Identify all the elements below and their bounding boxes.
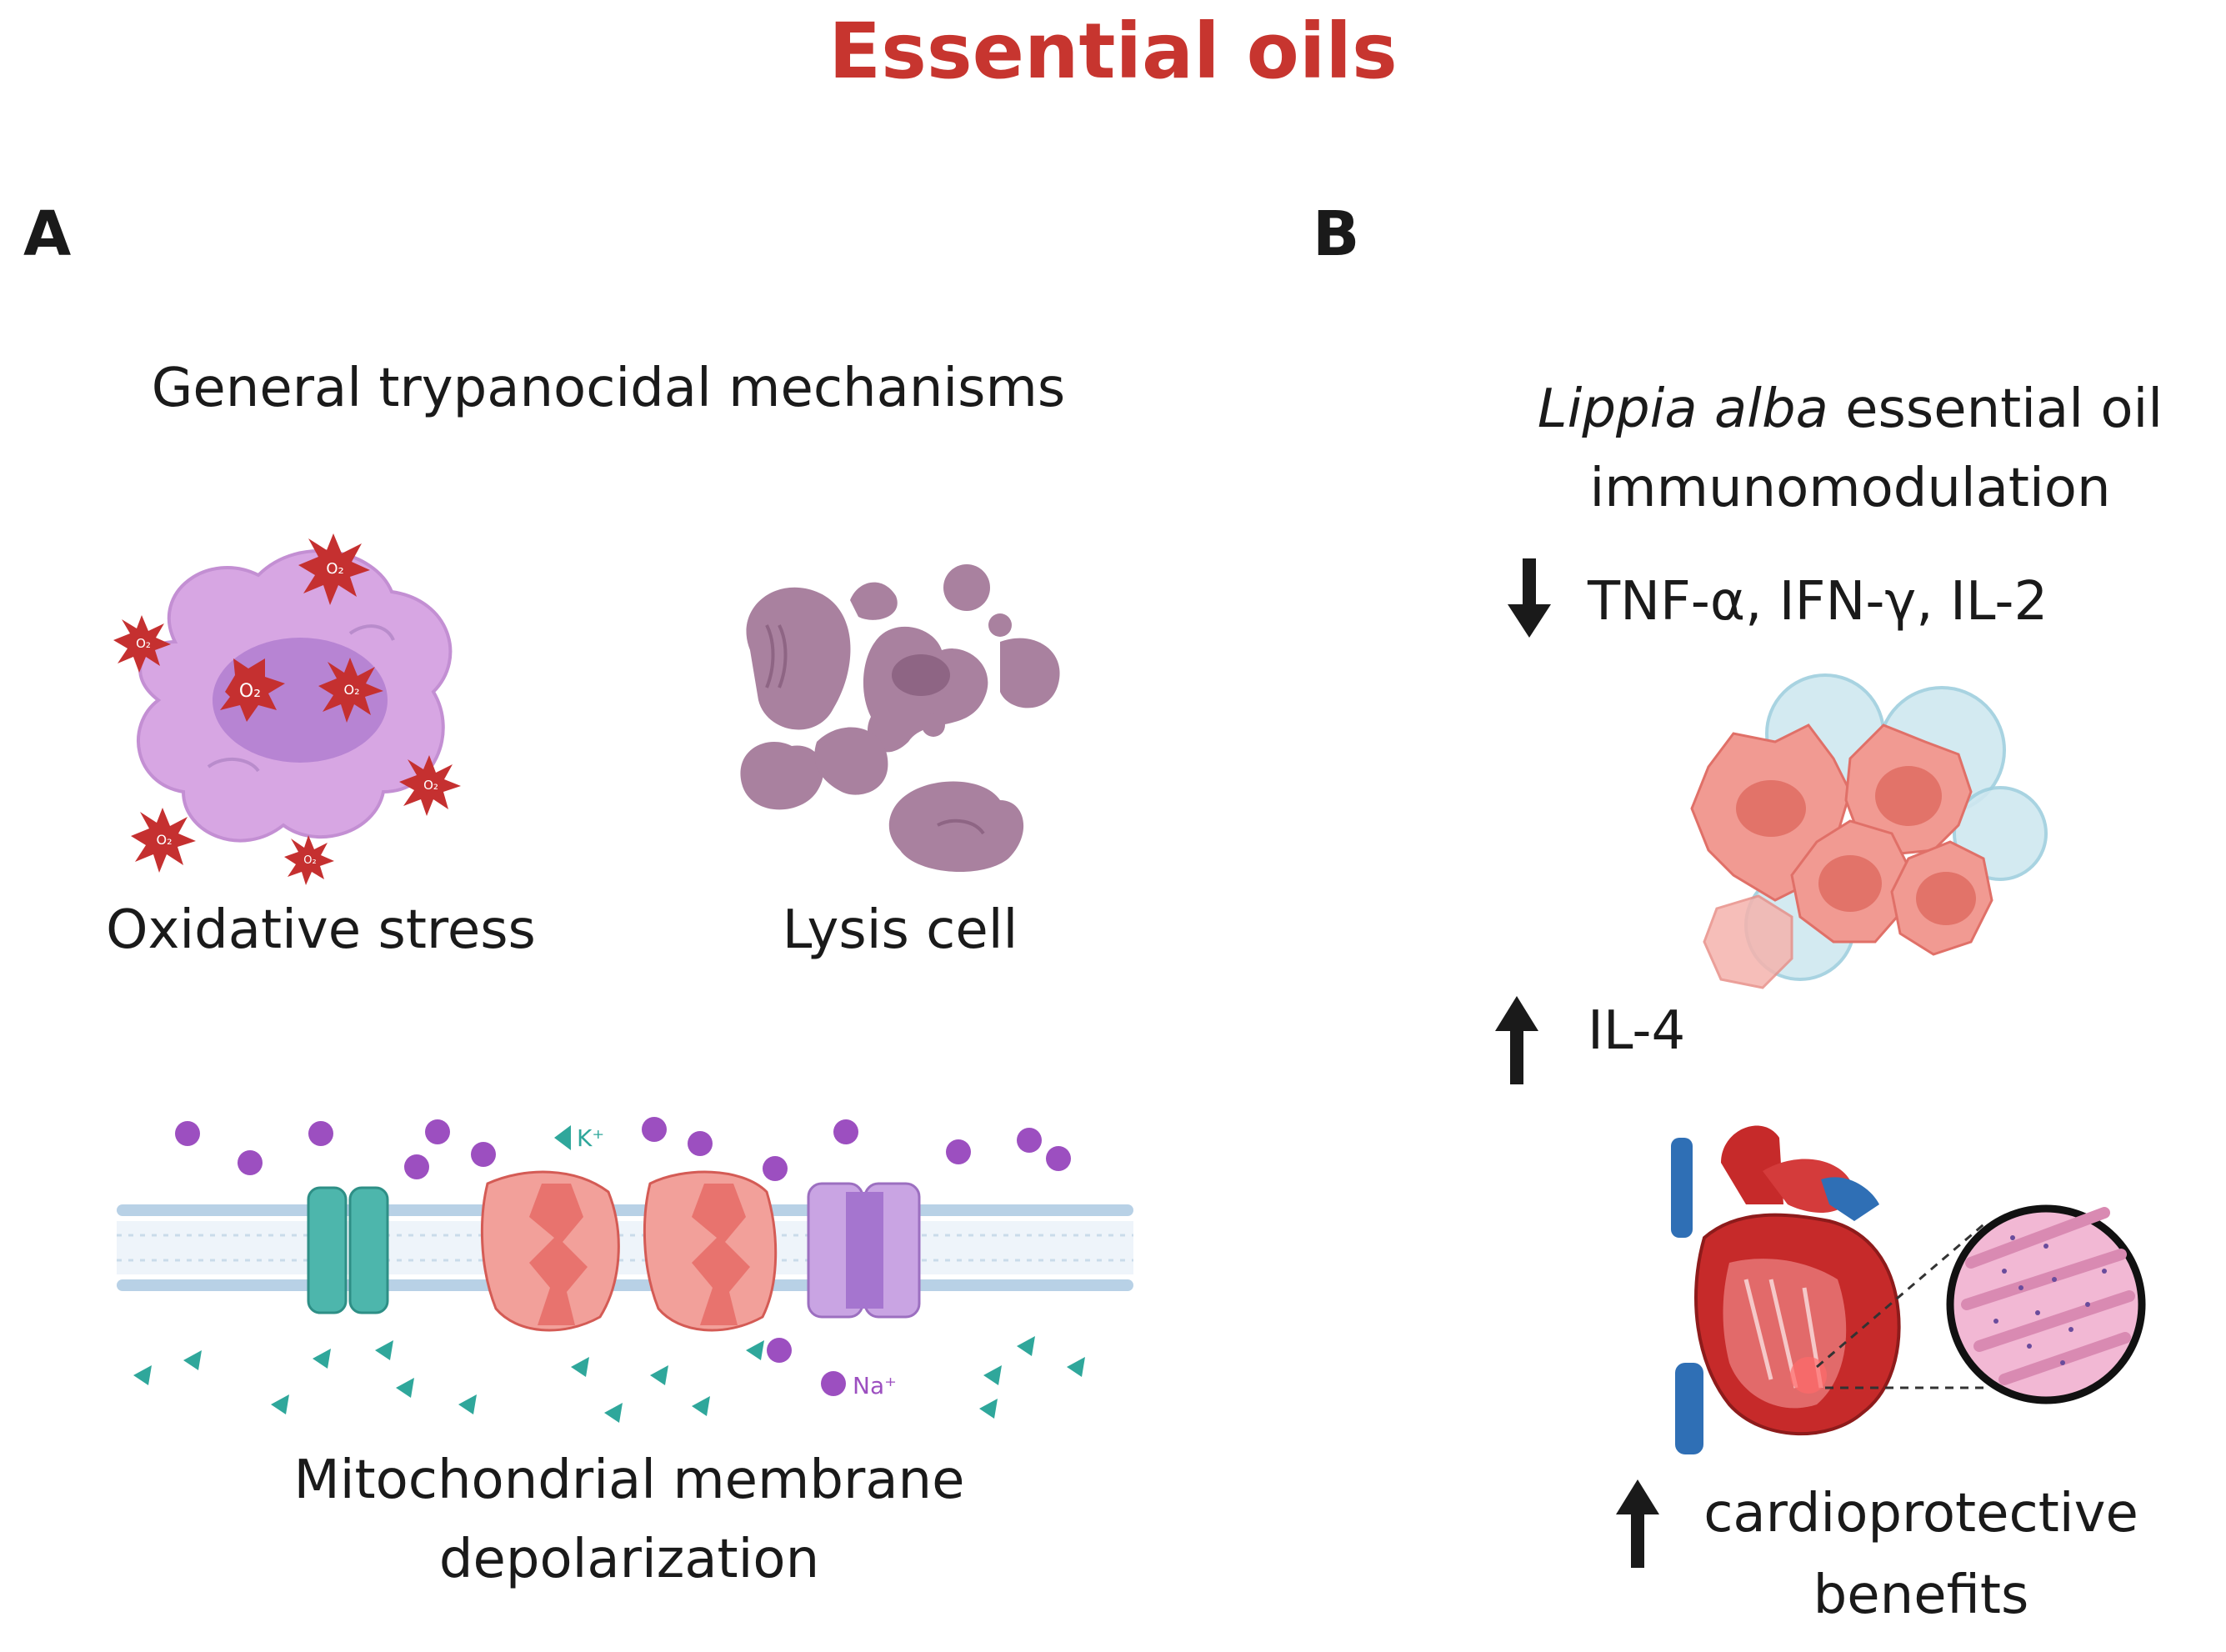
- upregulated-cytokine-label: IL-4: [1588, 1000, 1686, 1062]
- oxidative-stress-label: Oxidative stress: [106, 899, 536, 961]
- lysed-cell-icon: [740, 564, 1060, 873]
- panel-b-heading-line2: immunomodulation: [1589, 458, 2111, 519]
- membrane-label-line2: depolarization: [438, 1529, 820, 1590]
- svg-text:O₂: O₂: [343, 682, 359, 698]
- ros-stars-group: O₂ O₂ O₂ O₂ O₂ O₂: [113, 533, 461, 885]
- ion-channel-icon: [307, 1186, 389, 1314]
- downregulated-cytokines-label: TNF-α, IFN-γ, IL-2: [1588, 571, 2048, 633]
- svg-text:O₂: O₂: [239, 681, 261, 702]
- ion-channel-icon: [807, 1182, 921, 1319]
- ros-star-icon: O₂: [284, 835, 334, 885]
- cardioprotective-label-line1: cardioprotective: [1703, 1483, 2138, 1544]
- up-arrow-icon: [1616, 1479, 1659, 1568]
- immune-cells-icon: [1690, 673, 2048, 989]
- sodium-ions: [175, 1117, 1071, 1396]
- ros-star-icon: O₂: [318, 658, 383, 723]
- oxidative-stress-cell-illustration: O₂: [137, 549, 453, 843]
- panel-a-letter: A: [23, 198, 72, 270]
- svg-text:O₂: O₂: [423, 778, 438, 793]
- svg-text:O₂: O₂: [156, 832, 172, 848]
- membrane-label-line1: Mitochondrial membrane: [293, 1449, 965, 1511]
- cardioprotective-label-line2: benefits: [1813, 1564, 2029, 1626]
- ros-star-icon: O₂: [399, 755, 461, 816]
- panel-b-heading-line1: Lippia alba essential oil: [1537, 378, 2163, 440]
- down-arrow-icon: [1508, 558, 1551, 638]
- up-arrow-icon: [1495, 996, 1538, 1084]
- potassium-ions: [133, 1125, 1085, 1423]
- panel-a-heading: General trypanocidal mechanisms: [151, 358, 1066, 419]
- heart-icon: [1671, 1125, 2146, 1454]
- k-ion-label: K⁺: [577, 1124, 604, 1152]
- ros-star-icon: O₂: [113, 615, 171, 673]
- panel-b-letter: B: [1313, 198, 1360, 270]
- svg-text:O₂: O₂: [326, 560, 343, 578]
- ros-star-icon: O₂: [298, 533, 370, 605]
- ros-star-icon: O₂: [220, 658, 285, 722]
- mitochondrial-membrane-illustration: K⁺ Na⁺: [117, 1117, 1133, 1423]
- svg-text:O₂: O₂: [303, 854, 316, 867]
- ion-channel-icon: [480, 1170, 620, 1332]
- ros-star-icon: O₂: [131, 808, 196, 873]
- lysis-cell-label: Lysis cell: [782, 899, 1018, 961]
- svg-text:O₂: O₂: [136, 636, 151, 651]
- figure-title: Essential oils: [828, 7, 1398, 96]
- ion-channel-icon: [643, 1170, 778, 1332]
- lipid-bilayer: [117, 1204, 1133, 1291]
- na-ion-label: Na⁺: [853, 1372, 897, 1399]
